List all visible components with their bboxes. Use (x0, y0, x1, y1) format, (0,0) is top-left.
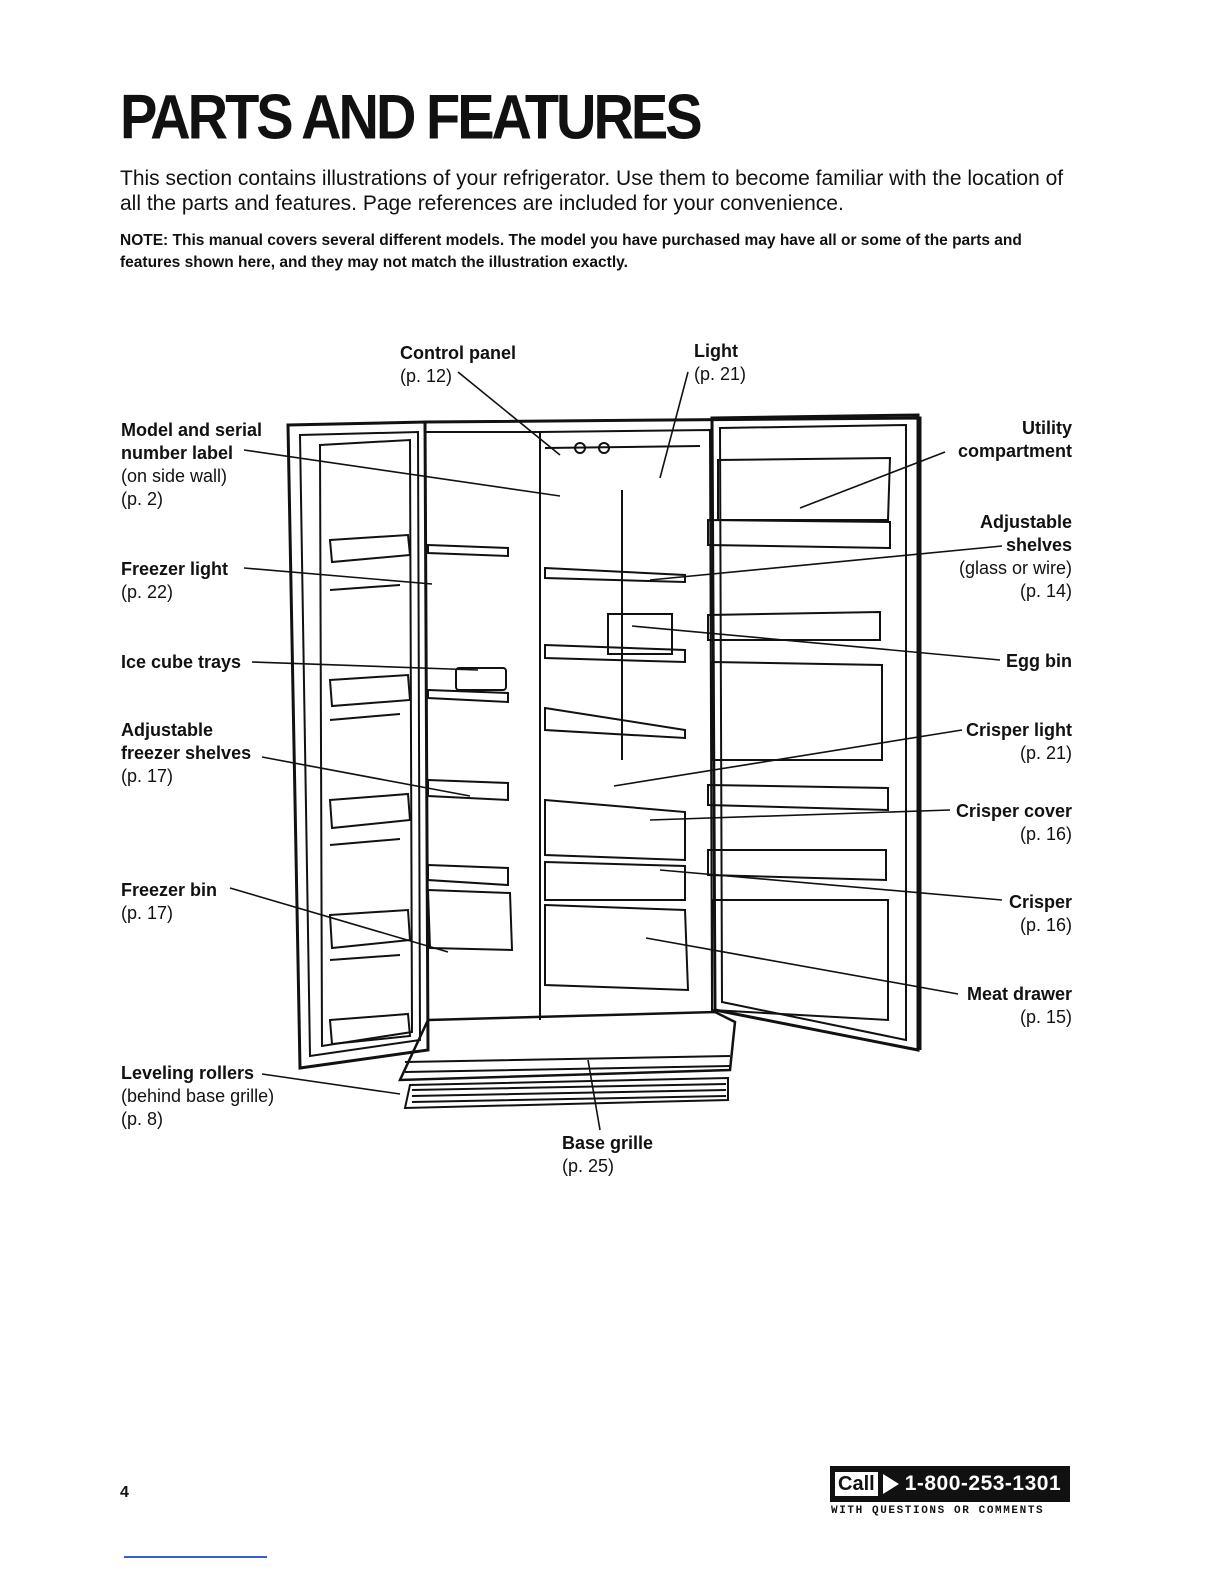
meat-drawer-label: Meat drawer (p. 15) (966, 984, 1072, 1027)
call-banner: Call 1-800-253-1301 (830, 1466, 1070, 1502)
control-panel-label: Control panel (p. 12) (400, 343, 516, 386)
model-serial-label: Model and serial number label (on side w… (121, 420, 263, 509)
footer-rule (124, 1556, 267, 1558)
arrow-right-icon (882, 1474, 899, 1494)
leader-lines (229, 371, 1003, 1131)
refrigerator-cabinet (398, 416, 922, 1110)
base-grille-label: Base grille (p. 25) (562, 1133, 654, 1176)
utility-compartment-label: Utility compartment (957, 418, 1072, 461)
call-subline: WITH QUESTIONS OR COMMENTS (831, 1505, 1045, 1517)
freezer-door (286, 420, 430, 1070)
crisper-cover-label: Crisper cover (p. 16) (955, 801, 1072, 844)
adjustable-shelves-label: Adjustable shelves (glass or wire) (p. 1… (958, 512, 1072, 601)
call-word: Call (832, 1469, 881, 1499)
egg-bin-label: Egg bin (1006, 651, 1072, 671)
adjustable-freezer-shelves-label: Adjustable freezer shelves (p. 17) (121, 720, 252, 786)
page-title: PARTS AND FEATURES (120, 81, 703, 153)
light-label: Light (p. 21) (694, 341, 747, 384)
intro-paragraph: This section contains illustrations of y… (120, 167, 1064, 215)
refrigerator-door (707, 413, 920, 1052)
phone-number: 1-800-253-1301 (904, 1472, 1062, 1495)
crisper-light-label: Crisper light (p. 21) (965, 720, 1072, 763)
freezer-bin-label: Freezer bin (p. 17) (121, 880, 218, 923)
ice-cube-trays-label: Ice cube trays (121, 652, 242, 672)
page-number: 4 (120, 1484, 129, 1501)
leveling-rollers-label: Leveling rollers (behind base grille) (p… (121, 1063, 275, 1129)
freezer-light-label: Freezer light (p. 22) (121, 559, 229, 602)
note-paragraph: NOTE: This manual covers several differe… (120, 232, 1022, 271)
crisper-label: Crisper (p. 16) (1008, 892, 1072, 935)
